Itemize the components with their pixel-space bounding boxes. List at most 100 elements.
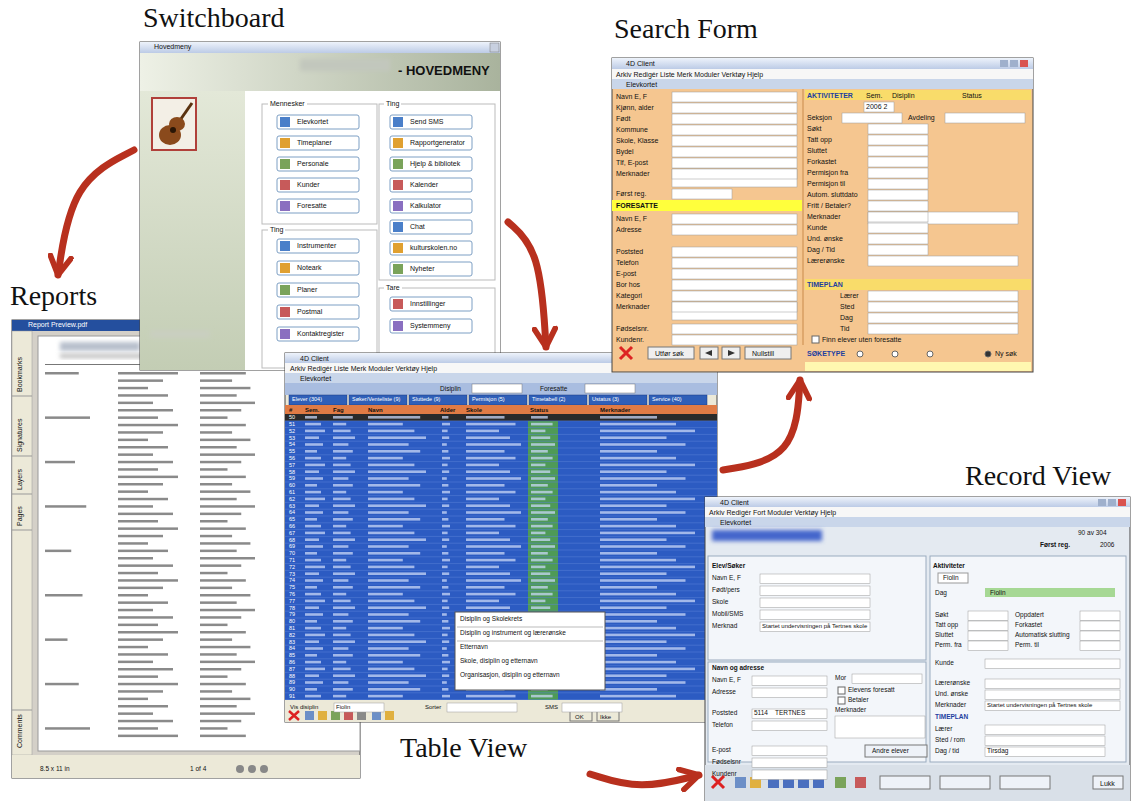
- report-line: [118, 439, 148, 442]
- field-box: [672, 247, 797, 257]
- cell-blur: [600, 498, 695, 501]
- cell-blur: [333, 416, 353, 419]
- cell-blur: [600, 416, 657, 419]
- screen-text: Finn elever uten foresatte: [822, 336, 901, 343]
- field-box: [672, 136, 797, 146]
- report-line: [200, 372, 246, 375]
- cell-blur: [368, 559, 403, 562]
- report-line: [200, 431, 232, 434]
- rect-shape: [140, 42, 500, 370]
- rect-shape: [612, 58, 1033, 372]
- screen-text: Status: [530, 407, 548, 413]
- cell-blur: [600, 695, 676, 698]
- cell-blur: [466, 518, 505, 521]
- screen-text: 5114: [754, 710, 768, 717]
- cell-blur: [442, 674, 449, 677]
- flow-arrow: [723, 380, 800, 470]
- screen-text: Nyheter: [410, 265, 435, 272]
- report-line: [118, 557, 153, 560]
- report-line: [200, 564, 241, 567]
- cell-blur: [600, 464, 695, 467]
- circle-shape: [857, 351, 863, 357]
- screen-text: Report Preview.pdf: [28, 321, 87, 328]
- cell-blur: [333, 552, 353, 555]
- screen-text: 4D Client: [626, 60, 655, 67]
- row-line: [285, 699, 717, 700]
- rect-shape: [331, 711, 340, 720]
- field-box: [864, 102, 894, 112]
- cell-blur: [442, 647, 447, 650]
- report-line: [200, 461, 241, 464]
- field-box: [672, 169, 797, 179]
- screen-text: Layers: [16, 469, 23, 490]
- rect-shape: [318, 711, 327, 720]
- report-line: [45, 727, 90, 730]
- report-line: [200, 505, 255, 508]
- cell-blur: [368, 586, 420, 589]
- cell-blur: [333, 504, 355, 507]
- screen-text: Bor hos: [616, 281, 640, 288]
- screen-text: Innstillinger: [410, 300, 445, 307]
- screen-text: 4D Client: [720, 499, 749, 506]
- report-line: [200, 624, 228, 627]
- menu-button: [277, 239, 359, 253]
- screen-text: Merknader: [616, 303, 649, 310]
- cell-blur: [305, 572, 319, 575]
- field-box: [868, 291, 1018, 301]
- cell-blur: [333, 464, 351, 467]
- report-line: [200, 520, 228, 523]
- cell-blur: [305, 613, 323, 616]
- rect-shape: [285, 373, 717, 383]
- screen-text: Merknader: [835, 707, 866, 714]
- report-line: [200, 594, 250, 597]
- screen-text: Elevkortet: [626, 81, 657, 88]
- screen-text: 67: [289, 531, 295, 537]
- row-cells: [305, 593, 676, 596]
- report-row: [118, 646, 250, 649]
- row-line: [285, 488, 717, 489]
- screen-text: Alder: [440, 407, 455, 413]
- cell-blur: [442, 423, 450, 426]
- screen-text: Kunde: [807, 224, 827, 231]
- field-box: [868, 245, 928, 255]
- cell-blur: [368, 654, 420, 657]
- screen-text: Søkt: [807, 125, 821, 132]
- screen-text: Fødselsnr.: [616, 325, 649, 332]
- report-line: [118, 638, 163, 641]
- path-shape: [620, 347, 632, 359]
- report-line: [200, 668, 241, 671]
- screen-text: Adresse: [616, 226, 642, 233]
- row-line: [285, 550, 717, 551]
- row-cells: [305, 518, 657, 521]
- report-row: [45, 638, 232, 641]
- field-box: [752, 688, 827, 698]
- report-row: [118, 387, 250, 390]
- screen-text: Signatures: [16, 419, 23, 452]
- menu-button: [277, 199, 359, 213]
- screen-text: 88: [289, 674, 295, 680]
- report-row: [118, 468, 228, 471]
- menu-button: [277, 327, 359, 341]
- screen-text: 54: [289, 442, 295, 448]
- cell-blur: [442, 620, 448, 623]
- screen-text: Navn E, F: [712, 575, 741, 582]
- cell-blur: [531, 450, 548, 453]
- field-box: [985, 701, 1120, 711]
- report-row: [118, 520, 228, 523]
- button-icon: [393, 159, 403, 169]
- cell-blur: [531, 470, 550, 473]
- cell-blur: [368, 566, 414, 569]
- rect-shape: [285, 353, 717, 722]
- screenshot-panel: Switchboard: [140, 3, 502, 371]
- cell-blur: [600, 634, 695, 637]
- row-cells: [305, 600, 695, 603]
- cell-blur: [600, 627, 676, 630]
- cell-blur: [368, 457, 403, 460]
- report-row: [118, 579, 246, 582]
- screen-text: Oppdatert: [1015, 612, 1044, 619]
- cell-blur: [333, 647, 348, 650]
- report-line: [118, 535, 163, 538]
- screen-text: AKTIVITETER: [807, 92, 853, 99]
- screen-text: Organisasjon, disiplin og etternavn: [460, 672, 560, 679]
- cell-blur: [442, 477, 447, 480]
